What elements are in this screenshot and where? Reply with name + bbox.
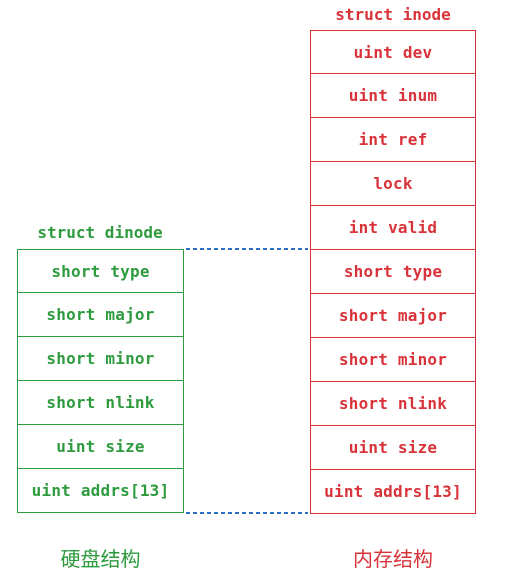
dinode-field-size: uint size	[17, 425, 184, 469]
inode-struct: uint dev uint inum int ref lock int vali…	[310, 30, 476, 514]
dinode-field-type: short type	[17, 249, 184, 293]
dinode-title: struct dinode	[37, 223, 163, 242]
inode-field-nlink: short nlink	[310, 382, 476, 426]
inode-field-type: short type	[310, 250, 476, 294]
disk-structure-caption: 硬盘结构	[60, 547, 141, 571]
dinode-field-addrs: uint addrs[13]	[17, 469, 184, 513]
dinode-field-major: short major	[17, 293, 184, 337]
inode-field-dev: uint dev	[310, 30, 476, 74]
inode-field-minor: short minor	[310, 338, 476, 382]
inode-field-addrs: uint addrs[13]	[310, 470, 476, 514]
memory-structure-caption: 内存结构	[353, 547, 433, 571]
inode-title: struct inode	[335, 5, 451, 24]
inode-field-inum: uint inum	[310, 74, 476, 118]
dinode-field-minor: short minor	[17, 337, 184, 381]
inode-field-major: short major	[310, 294, 476, 338]
inode-field-size: uint size	[310, 426, 476, 470]
dinode-struct: short type short major short minor short…	[17, 249, 184, 513]
inode-field-valid: int valid	[310, 206, 476, 250]
inode-field-lock: lock	[310, 162, 476, 206]
inode-field-ref: int ref	[310, 118, 476, 162]
dinode-field-nlink: short nlink	[17, 381, 184, 425]
